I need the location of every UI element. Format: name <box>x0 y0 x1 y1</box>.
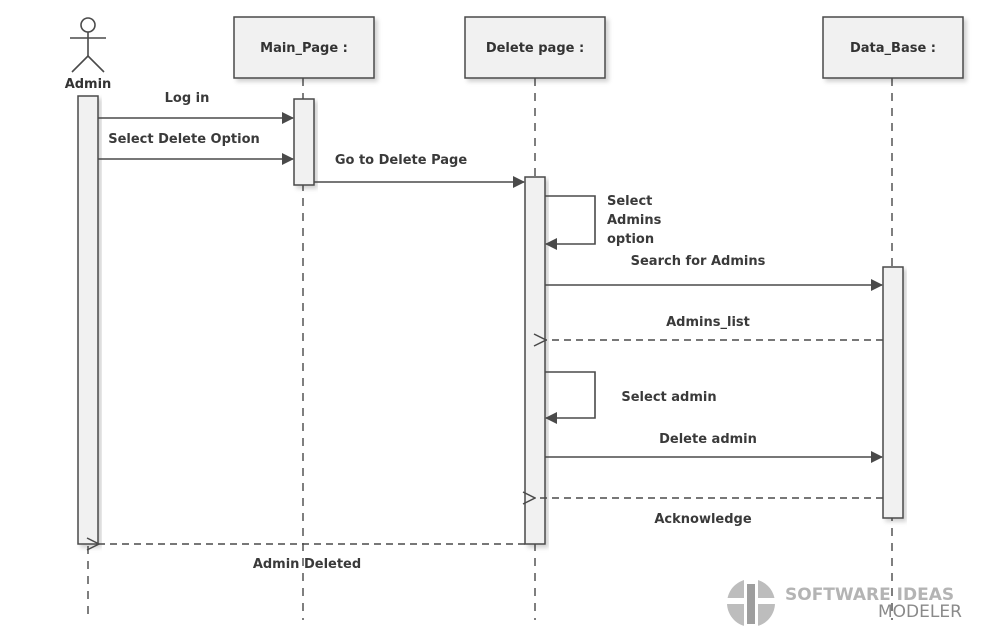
activations <box>77 95 904 545</box>
activation-admin[interactable] <box>77 95 99 545</box>
participant-main-page[interactable]: Main_Page : <box>233 16 375 79</box>
actor-label: Admin <box>65 77 112 92</box>
message-select-admins-option-line-1: Select <box>607 194 652 209</box>
message-select-admin-label: Select admin <box>621 390 716 405</box>
watermark-logo-icon <box>727 578 775 628</box>
watermark: SOFTWARE IDEAS MODELER <box>727 578 962 628</box>
activation-delete-page[interactable] <box>524 176 546 545</box>
participant-label: Delete page : <box>486 41 584 56</box>
message-delete-admin-label: Delete admin <box>659 432 757 447</box>
message-select-admins-option-line-2: Admins <box>607 213 662 228</box>
actor-admin[interactable] <box>70 17 106 73</box>
message-search-for-admins-label: Search for Admins <box>631 254 766 269</box>
participant-delete-page[interactable]: Delete page : <box>464 16 606 79</box>
actor-head <box>80 17 96 33</box>
message-login-label: Log in <box>165 91 210 106</box>
participant-data-base[interactable]: Data_Base : <box>822 16 964 79</box>
watermark-line-1: SOFTWARE IDEAS <box>785 585 954 605</box>
message-select-admins-option-line-3: option <box>607 232 654 247</box>
message-select-admins-option-label: Select Admins option <box>607 194 666 247</box>
participant-label: Main_Page : <box>260 41 348 56</box>
activation-data-base[interactable] <box>882 266 904 519</box>
actor-leg-left <box>71 55 89 73</box>
message-acknowledge-label: Acknowledge <box>654 512 751 527</box>
message-select-admins-option-arrow[interactable] <box>545 195 596 250</box>
watermark-line-2: MODELER <box>878 602 962 622</box>
message-select-admin-arrow[interactable] <box>545 371 596 424</box>
messages <box>98 112 883 544</box>
message-go-to-delete-page-label: Go to Delete Page <box>335 153 467 168</box>
message-admin-deleted-label: Admin Deleted <box>253 557 361 572</box>
actor-leg-right <box>87 55 105 73</box>
participant-label: Data_Base : <box>850 41 936 56</box>
message-select-delete-option-label: Select Delete Option <box>108 132 260 147</box>
activation-main-page[interactable] <box>293 98 315 186</box>
message-admins-list-label: Admins_list <box>666 315 750 330</box>
